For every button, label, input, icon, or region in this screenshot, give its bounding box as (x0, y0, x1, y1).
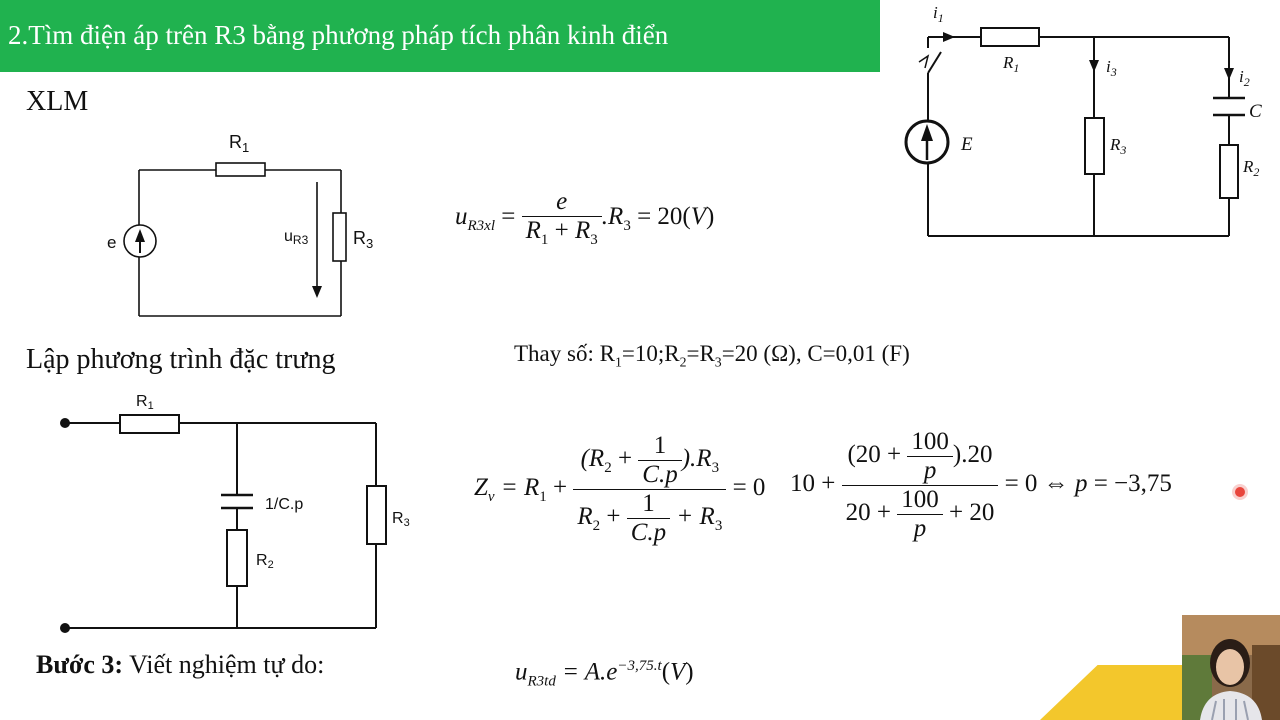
laser-pointer-dot (1235, 487, 1245, 497)
section-characteristic-equation: Lập phương trình đặc trưng (26, 344, 336, 375)
svg-text:e: e (107, 233, 116, 252)
original-circuit: i1 R1 i3 i2 C R3 R2 E (904, 3, 1262, 237)
svg-text:uR3: uR3 (284, 228, 309, 247)
step3-line: Bước 3: Viết nghiệm tự do: (36, 650, 324, 680)
svg-text:R3: R3 (353, 228, 373, 251)
r2-resistor (226, 529, 248, 587)
svg-text:R1: R1 (229, 132, 249, 155)
equation-free-response: uR3td = A.e−3,75.t(V) (515, 658, 694, 690)
svg-text:i3: i3 (1106, 57, 1117, 79)
r2-resistor (1219, 144, 1239, 199)
r1-resistor (980, 27, 1040, 47)
svg-text:R2: R2 (1242, 157, 1259, 179)
r3-resistor (366, 485, 387, 545)
svg-text:R1: R1 (1002, 53, 1019, 75)
steady-state-circuit: R1 R3 uR3 e (107, 132, 373, 317)
r1-resistor (119, 414, 180, 434)
section-xlm: XLM (26, 86, 89, 117)
voltage-source (123, 224, 157, 258)
presenter-webcam (1182, 615, 1280, 720)
substitution-line: Thay số: R1=10;R2=R3=20 (Ω), C=0,01 (F) (514, 341, 910, 370)
step3-text: Viết nghiệm tự do: (123, 650, 325, 679)
svg-text:R3: R3 (1109, 135, 1126, 157)
title-banner (0, 0, 880, 72)
step3-label: Bước 3: (36, 650, 124, 679)
svg-text:R2: R2 (256, 552, 274, 571)
r1-resistor (215, 162, 266, 177)
svg-text:1/C.p: 1/C.p (265, 496, 303, 513)
svg-text:i1: i1 (933, 3, 944, 25)
r3-resistor (332, 212, 347, 262)
svg-text:R3: R3 (392, 510, 410, 529)
page-title: 2.Tìm điện áp trên R3 bằng phương pháp t… (8, 20, 669, 50)
r3-resistor (1084, 117, 1105, 175)
impedance-circuit: R1 1/C.p R2 R3 (60, 393, 410, 633)
svg-text:R1: R1 (136, 393, 154, 412)
svg-text:E: E (960, 134, 973, 155)
svg-text:C: C (1249, 101, 1262, 122)
svg-text:i2: i2 (1239, 67, 1250, 89)
